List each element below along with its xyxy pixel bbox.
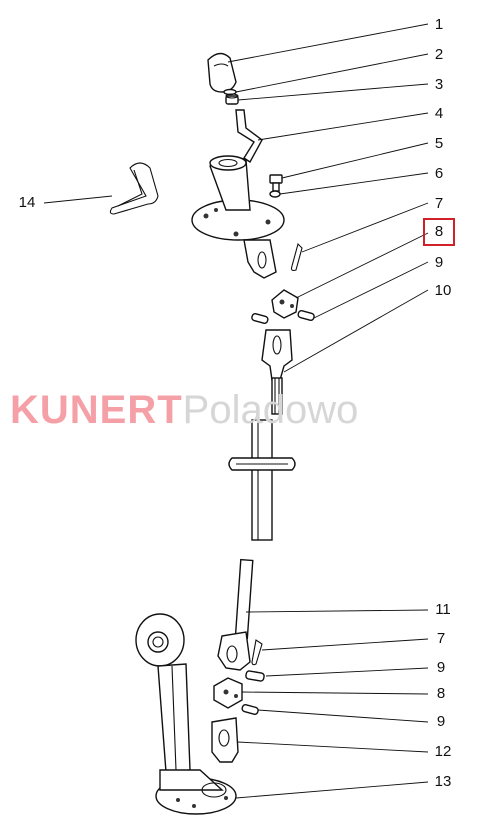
part-washer <box>269 190 281 198</box>
part-pin-lower-bottom <box>241 704 259 715</box>
part-housing <box>191 155 285 279</box>
label-7-lower: 7 <box>436 630 446 647</box>
label-14: 14 <box>18 194 36 211</box>
label-4: 4 <box>434 105 444 122</box>
label-1: 1 <box>434 16 444 33</box>
watermark-location: Poladowo <box>182 388 359 432</box>
part-pin-lower-top <box>245 670 265 682</box>
part-spring-clip <box>109 162 159 215</box>
part-knob <box>207 52 237 93</box>
watermark-brand: KUNERT <box>10 388 183 432</box>
part-bolt <box>269 174 283 192</box>
part-pin-left <box>251 313 269 324</box>
part-main-lever <box>135 613 237 815</box>
leader-lines <box>43 23 429 799</box>
label-12: 12 <box>434 743 452 760</box>
part-lever-rod <box>235 109 263 164</box>
label-8-highlighted[interactable]: 8 <box>423 218 455 246</box>
part-bushing <box>225 93 239 105</box>
label-11: 11 <box>435 601 451 618</box>
part-cotter-pin <box>290 242 303 272</box>
part-lower-fork-rod <box>217 558 254 671</box>
label-10: 10 <box>434 282 452 299</box>
label-2: 2 <box>434 46 444 63</box>
label-9-lower-bottom: 9 <box>436 713 446 730</box>
label-8-lower: 8 <box>436 685 446 702</box>
part-middle-shaft <box>228 419 296 541</box>
label-7: 7 <box>434 195 444 212</box>
label-3: 3 <box>434 76 444 93</box>
label-6: 6 <box>434 165 444 182</box>
watermark: KUNERTPoladowo <box>10 386 358 434</box>
part-cross-block <box>271 289 299 319</box>
part-cross-block-lower <box>213 677 243 709</box>
label-13: 13 <box>434 773 452 790</box>
label-9-lower-top: 9 <box>436 659 446 676</box>
part-cotter-pin-lower <box>251 639 263 666</box>
part-lower-fork <box>211 717 239 763</box>
label-9: 9 <box>434 254 444 271</box>
label-5: 5 <box>434 135 444 152</box>
part-fork-rod <box>261 329 293 415</box>
part-pin-right <box>297 310 315 321</box>
